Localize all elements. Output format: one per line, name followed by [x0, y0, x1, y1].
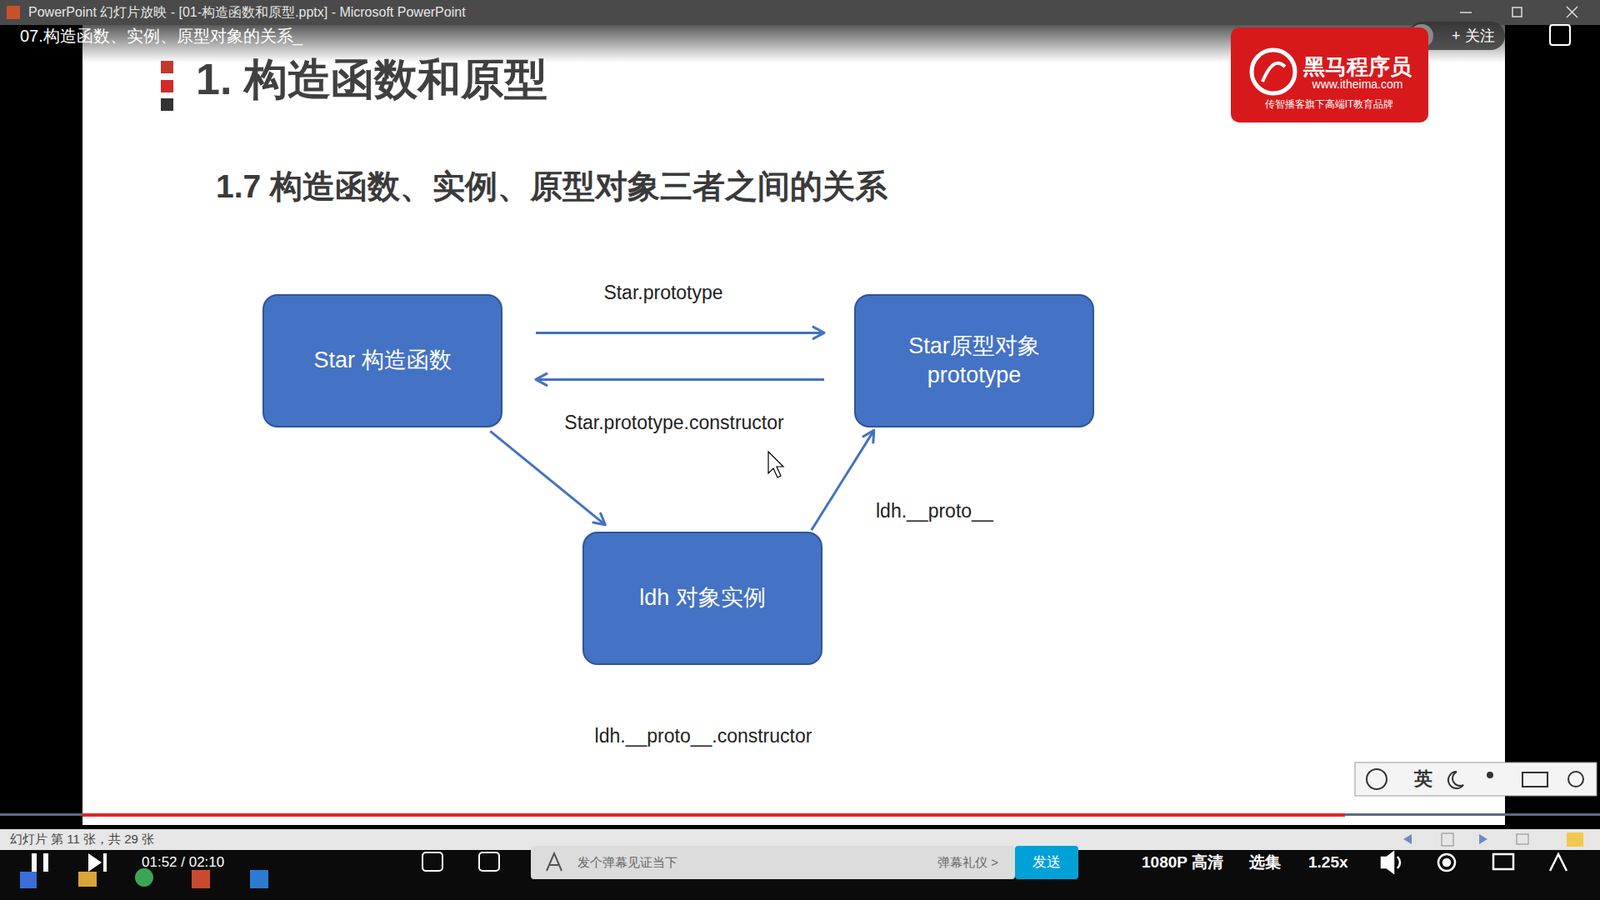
- arrow-connector: [535, 331, 825, 335]
- title-bullet: [160, 60, 174, 111]
- box-label: ldh 对象实例: [639, 583, 766, 613]
- danmaku-input: [530, 845, 1015, 880]
- status-icons: [1403, 832, 1584, 847]
- quality-button: 1080P 高清: [1141, 853, 1224, 872]
- progress-track: [0, 813, 1600, 816]
- box-label: Star 构造函数: [313, 345, 451, 375]
- logo-mark: [1251, 50, 1295, 94]
- follow-button: + 关注: [1451, 27, 1495, 45]
- danmaku-etiquette: 弹幕礼仪 >: [937, 855, 999, 870]
- slide-subtitle: 1.7 构造函数、实例、原型对象三者之间的关系: [215, 168, 888, 206]
- slide: [82, 0, 1505, 825]
- play-time: 01:52 / 02:10: [141, 854, 225, 871]
- ime-toolbar: [1355, 762, 1597, 796]
- app-icon: [6, 5, 20, 20]
- progress-played: [82, 813, 1345, 817]
- logo-slogan: 传智播客旗下高端IT教育品牌: [1265, 99, 1395, 111]
- episodes-button: 选集: [1249, 853, 1281, 872]
- process-box: Star原型对象 prototype: [854, 294, 1095, 428]
- danmaku-placeholder: 发个弹幕见证当下: [577, 855, 678, 870]
- logo-name: 黑马程序员: [1303, 55, 1412, 80]
- process-box: Star 构造函数: [262, 294, 503, 428]
- ime-mode: 英: [1414, 768, 1433, 790]
- edge-label: Star.prototype: [600, 280, 726, 305]
- slide-title: 1. 构造函数和原型: [195, 55, 548, 105]
- right-controls: [1381, 852, 1567, 873]
- help-icon: [1550, 25, 1570, 45]
- video-title: 07.构造函数、实例、原型对象的关系_: [20, 26, 303, 46]
- diagram-note: ldh.__proto__.constructor: [595, 725, 813, 747]
- arrow-connector: [535, 378, 825, 381]
- edge-label: Star.prototype.constructor: [560, 410, 787, 435]
- window-title: PowerPoint 幻灯片放映 - [01-构造函数和原型.pptx] - M…: [28, 5, 466, 20]
- ime-icons: [1366, 769, 1584, 790]
- font-icon: [546, 853, 562, 871]
- arrow-connector: [811, 430, 875, 530]
- player-controls: [31, 853, 107, 872]
- speed-button: 1.25x: [1308, 853, 1349, 872]
- window-buttons: [1460, 6, 1578, 18]
- send-button: [1015, 845, 1079, 880]
- slide-counter: 幻灯片 第 11 张，共 29 张: [10, 831, 155, 846]
- logo-url: www.itheima.com: [1312, 77, 1404, 91]
- edge-label: ldh.__proto__: [872, 499, 997, 523]
- process-box: ldh 对象实例: [582, 531, 823, 665]
- logo-horse: [1262, 63, 1285, 82]
- box-label: Star原型对象 prototype: [882, 331, 1066, 390]
- taskbar-icons: [20, 868, 269, 889]
- send-label: 发送: [1032, 854, 1061, 871]
- window-title-bar: [0, 0, 1600, 25]
- danmaku-icons: [422, 852, 500, 871]
- logo-panel: [1230, 27, 1429, 123]
- cursor: [768, 451, 784, 478]
- arrow-connector: [490, 430, 605, 525]
